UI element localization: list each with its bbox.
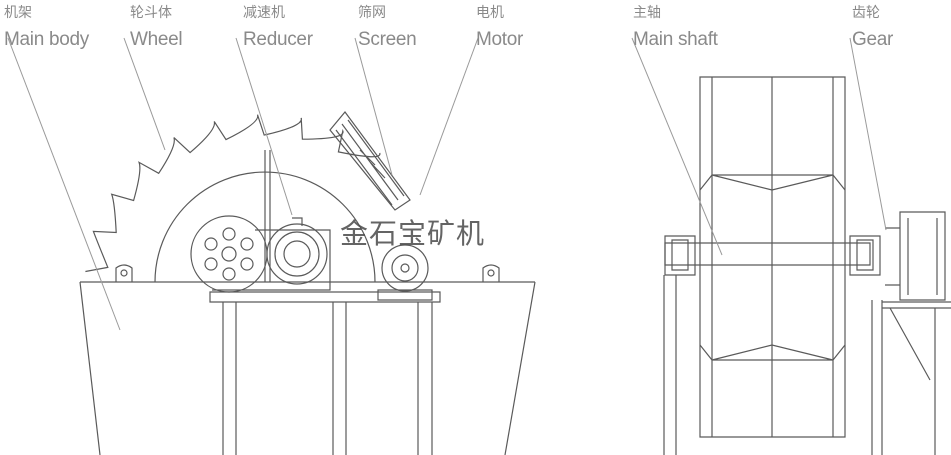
label-gear: 齿轮 Gear	[852, 6, 893, 49]
label-screen-zh: 筛网	[358, 5, 386, 21]
label-wheel-zh: 轮斗体	[130, 5, 172, 21]
label-reducer-en: Reducer	[243, 29, 313, 50]
motor-base	[377, 289, 433, 301]
watermark: 金石宝矿机	[340, 217, 486, 250]
right-lug	[482, 264, 500, 282]
right-frame-right-post	[871, 300, 883, 455]
motor-body	[381, 244, 429, 292]
left-lug-hole	[120, 269, 128, 277]
motor-inner	[391, 254, 419, 282]
right-bearing	[849, 235, 881, 276]
base-beam	[209, 291, 441, 303]
screen-frame	[329, 111, 411, 211]
main-body-frame	[79, 281, 536, 455]
drum-chevrons	[699, 174, 846, 361]
reducer-housing	[212, 217, 331, 291]
right-lug-hole	[487, 269, 495, 277]
reducer-holes	[204, 227, 254, 281]
reducer-gear-mid	[274, 231, 320, 277]
screen-mesh	[335, 119, 405, 206]
label-motor-zh: 电机	[476, 5, 504, 21]
left-bearing	[664, 235, 696, 276]
label-wheel: 轮斗体 Wheel	[130, 5, 183, 50]
label-main-body: 机架 Main body	[4, 6, 89, 49]
right-frame-left-post	[663, 275, 677, 455]
label-main-shaft-en: Main shaft	[633, 29, 718, 50]
main-shaft	[664, 242, 871, 266]
label-wheel-en: Wheel	[130, 29, 183, 50]
label-reducer: 减速机 Reducer	[243, 6, 313, 49]
label-motor: 电机 Motor	[476, 6, 523, 49]
label-motor-en: Motor	[476, 29, 524, 50]
gear-box	[885, 211, 946, 301]
drum-outline	[699, 76, 846, 438]
reducer-pulley	[190, 215, 268, 293]
label-main-body-en: Main body	[4, 29, 89, 50]
wheel-outline	[85, 114, 381, 273]
right-frame-bracket	[882, 301, 951, 455]
label-gear-zh: 齿轮	[852, 5, 880, 21]
motor-shaft	[400, 263, 410, 273]
reducer-gear-inner	[283, 240, 311, 268]
label-screen: 筛网 Screen	[358, 5, 417, 50]
support-legs	[222, 302, 433, 455]
reducer-hub	[221, 246, 237, 262]
label-screen-en: Screen	[358, 29, 417, 50]
label-main-shaft-zh: 主轴	[633, 5, 661, 21]
reducer-gear-outer	[266, 223, 328, 285]
leader-lines	[7, 37, 887, 331]
label-gear-en: Gear	[852, 29, 894, 50]
left-lug	[115, 264, 133, 282]
label-main-body-zh: 机架	[4, 5, 32, 21]
label-reducer-zh: 减速机	[243, 5, 285, 21]
label-main-shaft: 主轴 Main shaft	[633, 6, 718, 49]
